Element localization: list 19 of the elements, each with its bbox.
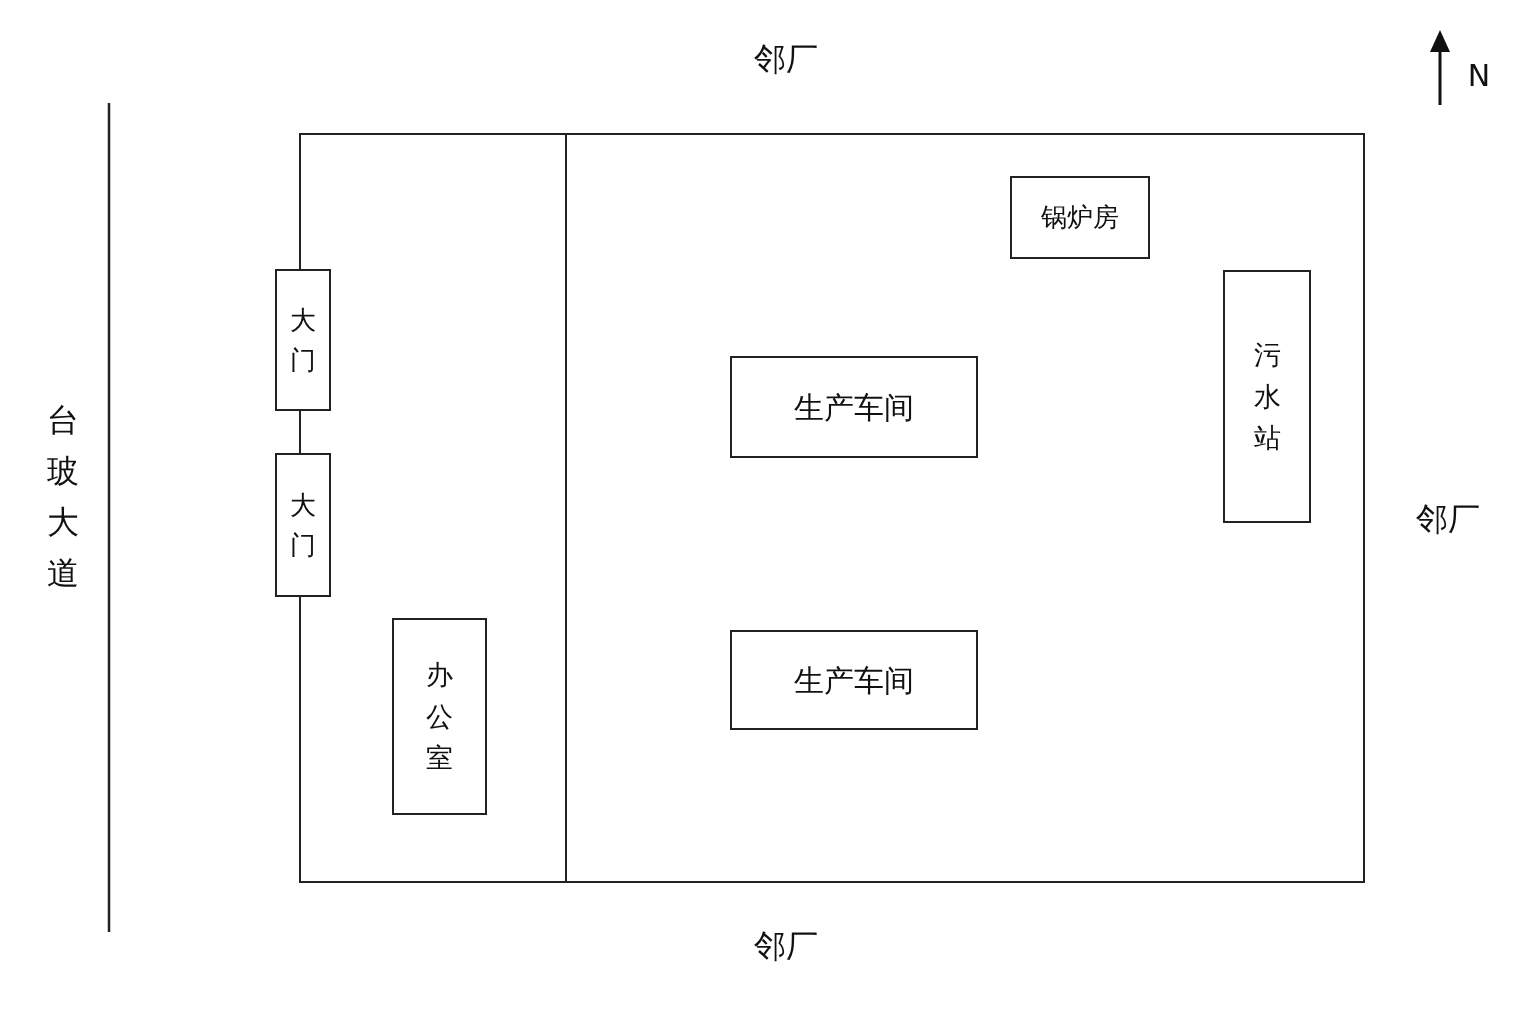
building-label: 锅炉房 bbox=[1041, 201, 1119, 234]
gate-box bbox=[275, 453, 331, 597]
building-box bbox=[730, 630, 978, 730]
gate-box bbox=[275, 269, 331, 411]
building-label: 生产车间 bbox=[794, 388, 914, 427]
neighbor-label: 邻厂 bbox=[754, 926, 818, 967]
building-box bbox=[1223, 270, 1311, 523]
building-label: 大门 bbox=[290, 303, 316, 377]
building-box bbox=[730, 356, 978, 458]
neighbor-label: 邻厂 bbox=[1416, 499, 1480, 540]
building-label: 大门 bbox=[290, 488, 316, 562]
building-label: 办公室 bbox=[426, 657, 453, 776]
north-label: N bbox=[1467, 57, 1491, 93]
road-label: 台玻大道 bbox=[47, 399, 79, 595]
neighbor-label: 邻厂 bbox=[754, 39, 818, 80]
building-box bbox=[392, 618, 487, 815]
building-label: 生产车间 bbox=[794, 661, 914, 700]
building-label: 污水站 bbox=[1253, 337, 1281, 456]
building-box bbox=[1010, 176, 1150, 259]
